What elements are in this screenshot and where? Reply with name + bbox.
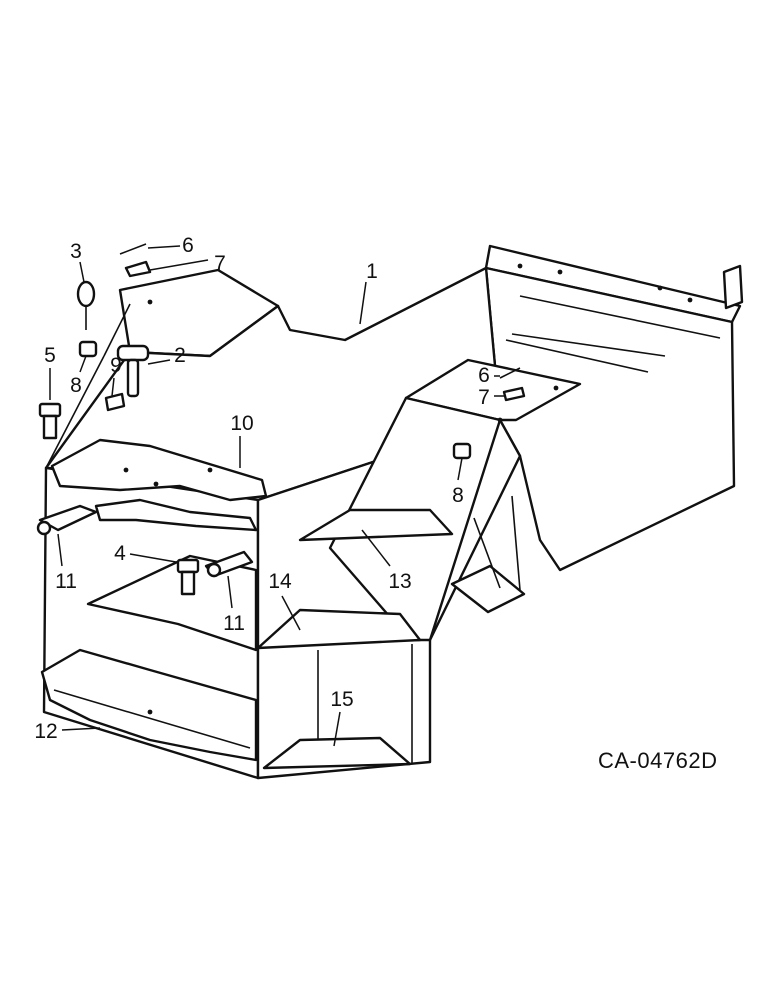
callout-10: 10: [230, 412, 253, 435]
callout-11b: 11: [223, 612, 245, 635]
callout-8a: 8: [70, 374, 82, 397]
callout-3: 3: [70, 240, 82, 263]
callout-12: 12: [34, 720, 57, 743]
callout-6a: 6: [182, 234, 194, 257]
callout-11a: 11: [55, 570, 77, 593]
callout-14: 14: [268, 570, 292, 593]
hardware: [36, 243, 526, 596]
callout-7b: 7: [478, 386, 490, 409]
main-frame: [40, 244, 744, 780]
callout-8b: 8: [452, 484, 464, 507]
drawing-code: CA-04762D: [598, 748, 717, 773]
leader-lines: [49, 245, 504, 747]
callout-7a: 7: [214, 252, 226, 275]
callout-5: 5: [44, 344, 56, 367]
callout-4: 4: [114, 542, 126, 565]
callout-9: 9: [110, 354, 122, 377]
callout-2: 2: [174, 344, 186, 367]
callout-1: 1: [366, 260, 378, 283]
callout-6b: 6: [478, 364, 490, 387]
callout-15: 15: [330, 688, 353, 711]
callouts: 1 2 3 4 5 6 6 7 7 8 8 9 10 11 11 12 13 1…: [34, 234, 490, 743]
callout-13: 13: [388, 570, 411, 593]
